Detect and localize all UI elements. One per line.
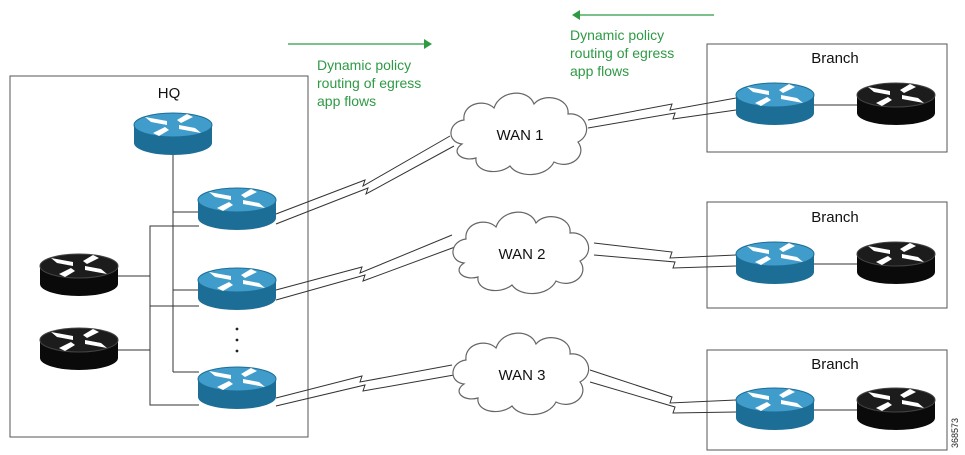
branch-box-3 — [706, 349, 948, 451]
branch-label-2: Branch — [811, 209, 859, 226]
wan-cloud-3: WAN 3 — [452, 332, 590, 416]
hq-edge-router-1-icon — [197, 187, 277, 231]
annotation-2-line-2: routing of egress — [570, 45, 674, 61]
arrow-right-icon — [288, 39, 432, 49]
hq-host-router-1-icon — [39, 253, 119, 297]
branch-3-lan-router-icon — [856, 387, 936, 431]
branch-2-lan-router-icon — [856, 241, 936, 285]
hq-box — [9, 75, 309, 438]
hq-host-router-2-icon — [39, 327, 119, 371]
branch-1-wan-router-icon — [735, 82, 815, 126]
branch-lan-links — [814, 104, 858, 411]
hq-lan-links — [118, 155, 199, 406]
annotation-2-line-3: app flows — [570, 63, 629, 79]
branch-1-lan-router-icon — [856, 82, 936, 126]
wan-label-3: WAN 3 — [499, 367, 546, 384]
hq-edge-router-2-icon — [197, 267, 277, 311]
annotation-1-line-2: routing of egress — [317, 75, 421, 91]
branch-box-1 — [706, 43, 948, 153]
hq-ellipsis — [235, 327, 239, 353]
branch-box-2 — [706, 201, 948, 309]
annotation-1-line-1: Dynamic policy — [317, 57, 411, 73]
wan-label-1: WAN 1 — [497, 127, 544, 144]
annotation-egress-right: Dynamic policy routing of egress app flo… — [288, 39, 432, 109]
hq-label: HQ — [158, 85, 181, 102]
branch-label-1: Branch — [811, 50, 859, 67]
arrow-left-icon — [572, 10, 714, 20]
wan-label-2: WAN 2 — [499, 246, 546, 263]
annotation-1-line-3: app flows — [317, 93, 376, 109]
hq-core-router-icon — [133, 112, 213, 156]
annotation-egress-left: Dynamic policy routing of egress app flo… — [570, 10, 714, 79]
hq-edge-router-3-icon — [197, 366, 277, 410]
branch-label-3: Branch — [811, 356, 859, 373]
annotation-2-line-1: Dynamic policy — [570, 27, 664, 43]
figure-id: 368573 — [950, 418, 960, 448]
wan-cloud-2: WAN 2 — [452, 211, 590, 295]
wan-serial-links — [275, 97, 737, 414]
branch-3-wan-router-icon — [735, 387, 815, 431]
branch-2-wan-router-icon — [735, 241, 815, 285]
wan-cloud-1: WAN 1 — [450, 92, 588, 176]
